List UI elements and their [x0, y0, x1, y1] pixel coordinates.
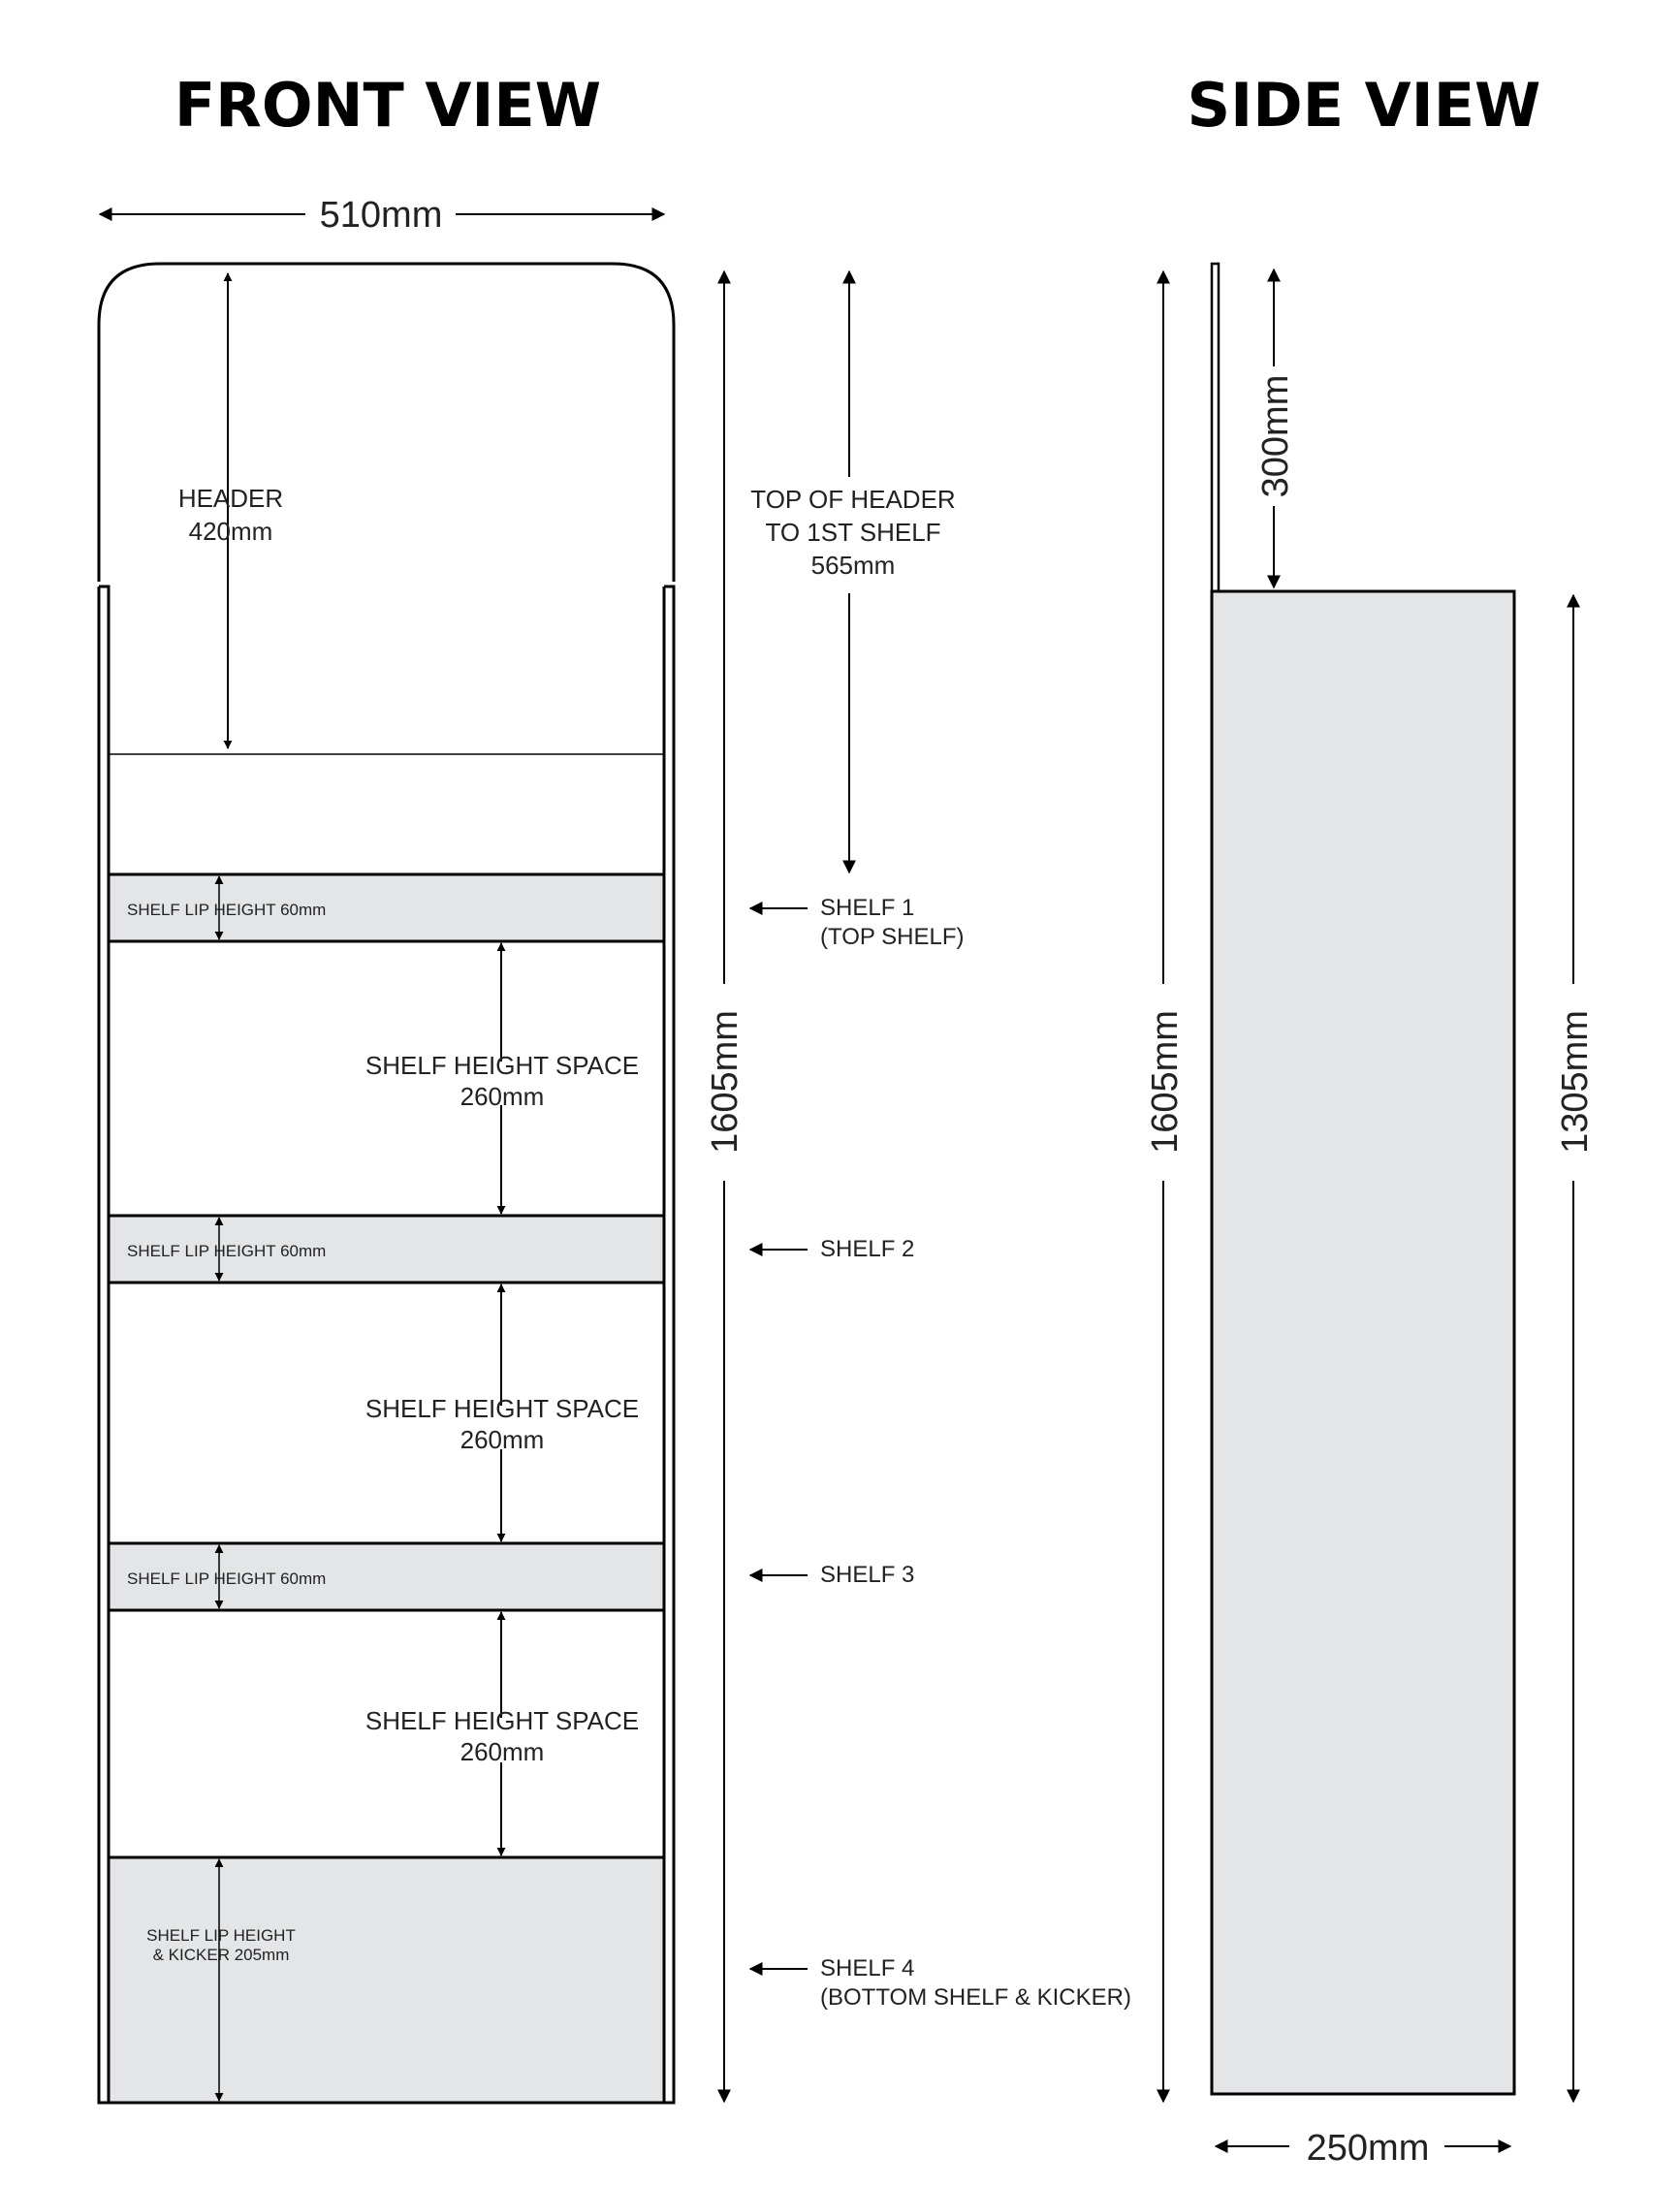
side-view-stand — [1210, 262, 1516, 2096]
shelf-space-1-label-2: 260mm — [460, 1082, 545, 1111]
shelf-space-1: SHELF HEIGHT SPACE 260mm — [365, 942, 639, 1215]
top-to-shelf-dimension: TOP OF HEADER TO 1ST SHELF 565mm — [750, 269, 956, 874]
shelf-3-lip — [107, 1541, 666, 1612]
shelf-space-1-label-1: SHELF HEIGHT SPACE — [365, 1051, 639, 1080]
shelf-1-lip — [107, 872, 666, 943]
side-body-height-dimension: 1305mm — [1555, 593, 1596, 2104]
shelf-space-2-label-1: SHELF HEIGHT SPACE — [365, 1394, 639, 1423]
side-header-label: 300mm — [1255, 375, 1296, 498]
shelf-space-2-label-2: 260mm — [460, 1425, 545, 1454]
side-header-panel — [1210, 262, 1220, 593]
shelf-2-name: SHELF 2 — [820, 1236, 914, 1262]
kicker-label-2: & KICKER 205mm — [153, 1946, 290, 1964]
top-to-shelf-label-3: 565mm — [811, 551, 896, 580]
shelf-3-callout: SHELF 3 — [748, 1562, 914, 1588]
front-width-dimension: 510mm — [98, 195, 666, 236]
shelf-2-lip-label: SHELF LIP HEIGHT 60mm — [127, 1242, 326, 1260]
header-label-2: 420mm — [189, 517, 273, 546]
side-view-title: SIDE VIEW — [1188, 70, 1541, 141]
top-to-shelf-label-1: TOP OF HEADER — [750, 485, 955, 514]
shelf-2-lip — [107, 1214, 666, 1284]
shelf-3-lip-label: SHELF LIP HEIGHT 60mm — [127, 1569, 326, 1588]
shelf-space-3: SHELF HEIGHT SPACE 260mm — [365, 1611, 639, 1856]
front-total-height-dimension: 1605mm — [705, 269, 745, 2104]
side-depth-label: 250mm — [1307, 2128, 1430, 2169]
shelf-1-name: SHELF 1 — [820, 895, 914, 921]
side-header-dimension: 300mm — [1255, 268, 1296, 589]
front-view-title: FRONT VIEW — [174, 70, 601, 141]
front-width-label: 510mm — [320, 195, 443, 236]
side-depth-dimension: 250mm — [1214, 2128, 1512, 2169]
front-total-height-label: 1605mm — [705, 1010, 745, 1154]
shelf-3-name: SHELF 3 — [820, 1562, 914, 1588]
shelf-space-3-label-2: 260mm — [460, 1737, 545, 1766]
shelf-4-name: SHELF 4 — [820, 1955, 914, 1981]
side-total-height-dimension: 1605mm — [1145, 269, 1186, 2104]
shelf-2-callout: SHELF 2 — [748, 1236, 914, 1262]
side-total-height-label: 1605mm — [1145, 1010, 1186, 1154]
shelf-1-lip-label: SHELF LIP HEIGHT 60mm — [127, 901, 326, 919]
side-body-height-label: 1305mm — [1555, 1010, 1596, 1154]
header-label-1: HEADER — [178, 484, 283, 513]
side-body — [1210, 589, 1516, 2096]
top-to-shelf-label-2: TO 1ST SHELF — [765, 518, 940, 547]
shelf-1-callout: SHELF 1 (TOP SHELF) — [748, 895, 964, 950]
kicker-label-1: SHELF LIP HEIGHT — [146, 1926, 296, 1945]
shelf-4-desc: (BOTTOM SHELF & KICKER) — [820, 1984, 1131, 2011]
shelf-4-callout: SHELF 4 (BOTTOM SHELF & KICKER) — [748, 1955, 1131, 2011]
shelf-1-desc: (TOP SHELF) — [820, 924, 964, 950]
front-view-stand: HEADER 420mm SHELF LIP HEIGHT 60mm SHELF… — [97, 262, 676, 2105]
shelf-space-2: SHELF HEIGHT SPACE 260mm — [365, 1284, 639, 1542]
shelf-space-3-label-1: SHELF HEIGHT SPACE — [365, 1706, 639, 1735]
header-outline — [97, 262, 676, 582]
shelf-4-kicker — [107, 1855, 666, 2105]
